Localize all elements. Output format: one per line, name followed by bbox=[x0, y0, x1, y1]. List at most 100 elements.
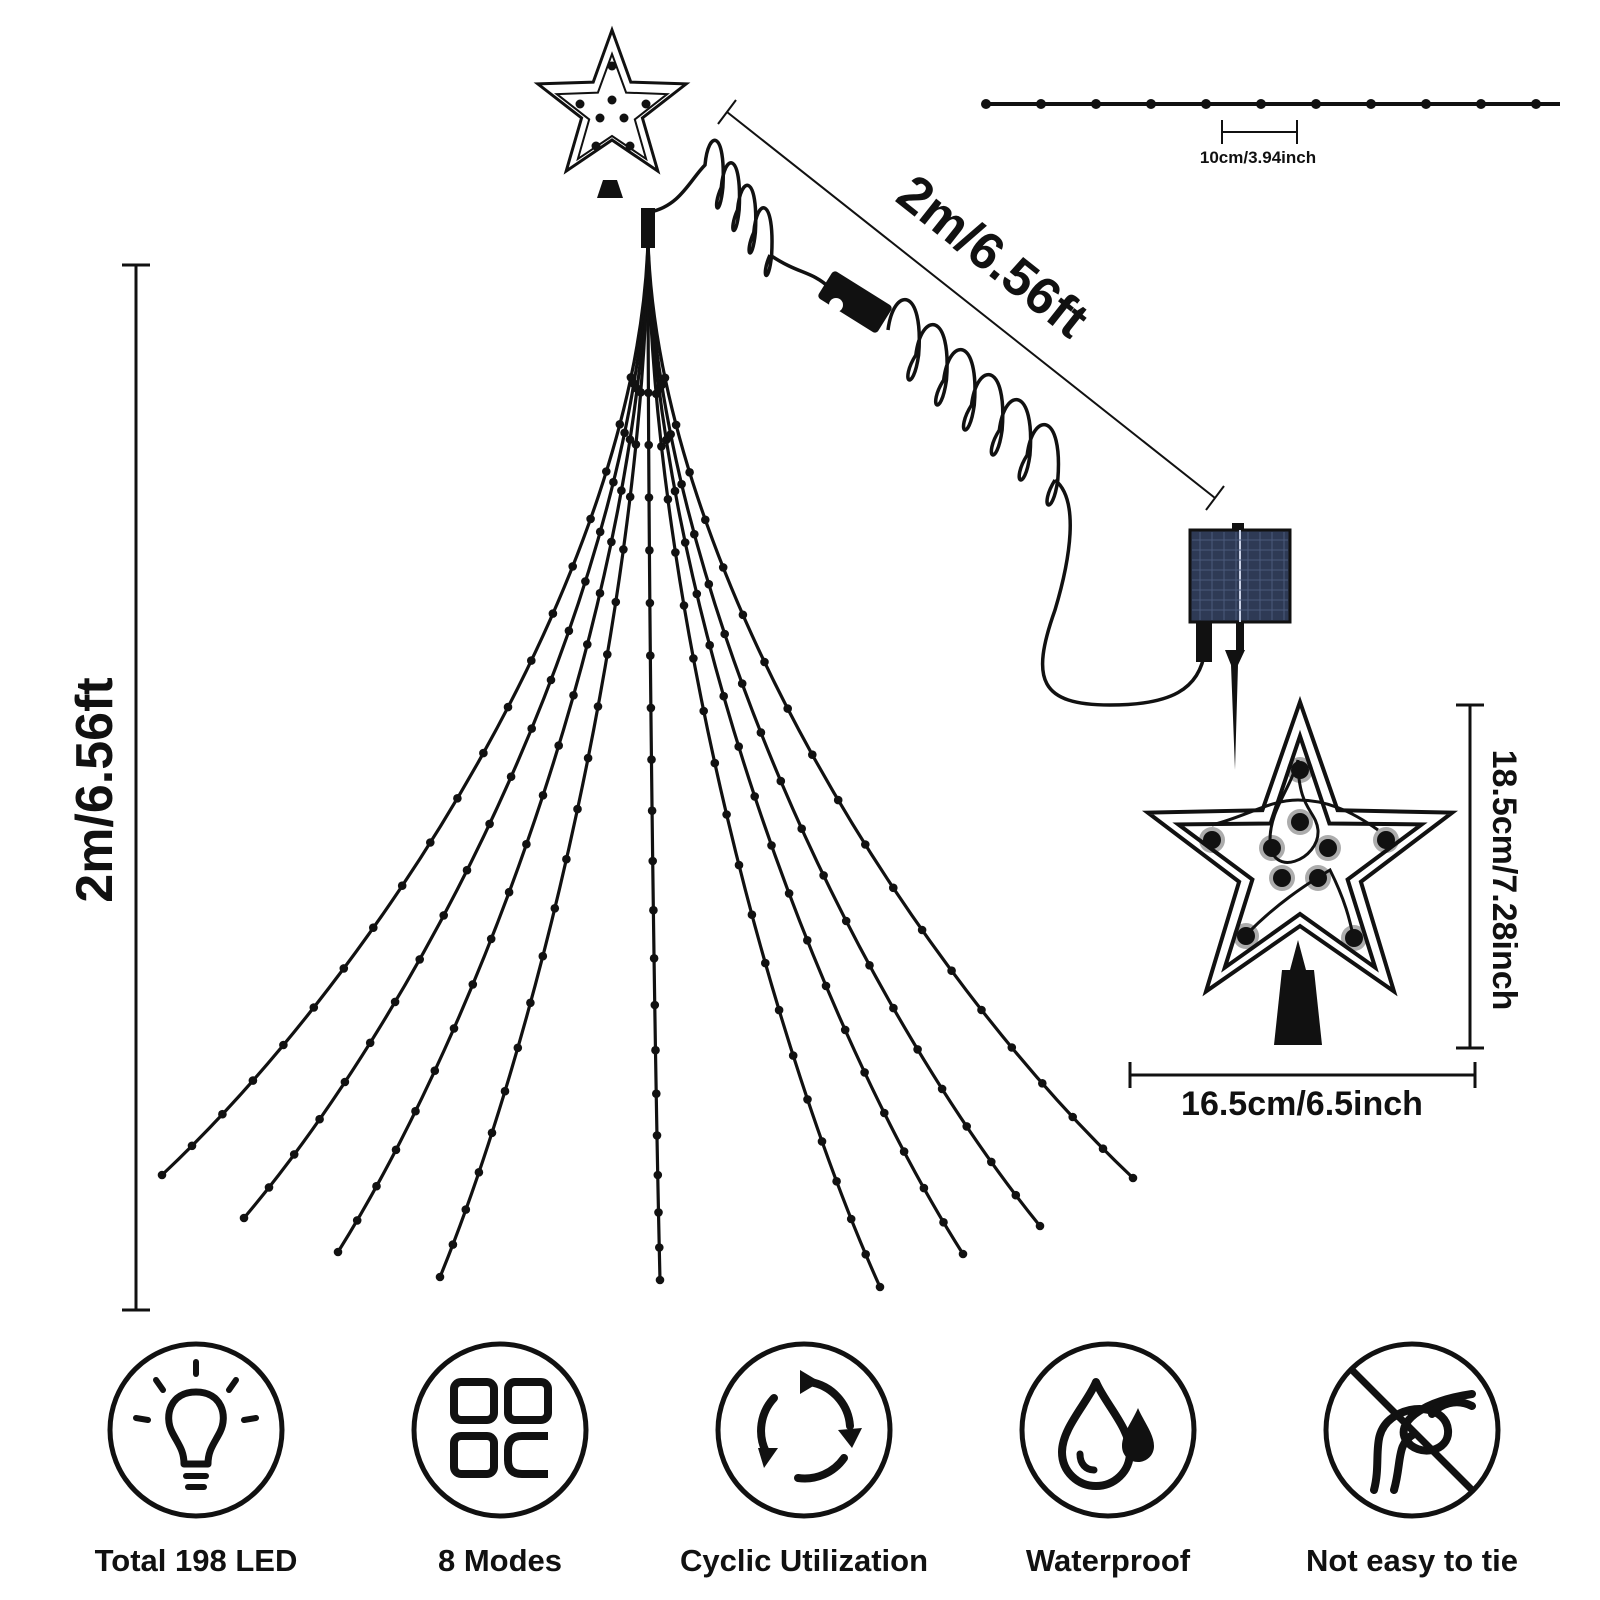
strand-bulb bbox=[487, 1128, 497, 1138]
feature-waterproof: Waterproof bbox=[978, 1340, 1238, 1579]
strand-bulb bbox=[1068, 1112, 1077, 1122]
strand-bulb bbox=[339, 964, 349, 973]
strand-bulb bbox=[1035, 1221, 1045, 1231]
strand-bulb bbox=[609, 477, 618, 487]
strand-bulb bbox=[617, 486, 626, 495]
strip-bulb bbox=[981, 99, 991, 109]
feature-modes: 8 Modes bbox=[370, 1340, 630, 1579]
strand-bulb bbox=[889, 1003, 898, 1013]
strand-bulb bbox=[645, 598, 655, 608]
strand-bulb bbox=[679, 601, 689, 610]
strand-bulb bbox=[680, 538, 690, 547]
strand-bulb bbox=[504, 887, 514, 897]
feature-label: Not easy to tie bbox=[1306, 1543, 1518, 1578]
strand-bulb bbox=[747, 910, 757, 919]
strand-bulb bbox=[704, 579, 714, 589]
power-cable bbox=[649, 138, 1207, 707]
strand-bulb bbox=[593, 702, 603, 711]
strand-bulb bbox=[649, 905, 658, 915]
strand-bulb bbox=[462, 865, 472, 875]
strand-bulb bbox=[513, 1043, 523, 1053]
strand-bulb bbox=[670, 486, 680, 496]
strand-bulb bbox=[737, 679, 747, 688]
strand-bulb bbox=[841, 916, 851, 926]
strip-bulb bbox=[1366, 99, 1376, 109]
strand-bulb bbox=[657, 380, 667, 390]
strand-bulb bbox=[720, 629, 729, 639]
strand-bulb bbox=[485, 819, 494, 829]
strand-bulb bbox=[449, 1024, 459, 1033]
strand-bulb bbox=[660, 373, 670, 383]
strand-bulb bbox=[653, 1170, 663, 1180]
star-bulb bbox=[1377, 831, 1395, 849]
strand-bulb bbox=[583, 640, 592, 649]
strand-bulb bbox=[352, 1216, 362, 1225]
strand-bulb bbox=[803, 936, 812, 945]
strand-bulb bbox=[333, 1247, 343, 1257]
strand-bulb bbox=[586, 514, 595, 524]
strip-bulb bbox=[1036, 99, 1046, 109]
strand-bulb bbox=[808, 750, 817, 759]
strand-bulb bbox=[880, 1108, 889, 1118]
strand-bulb bbox=[677, 479, 686, 489]
strand-bulb bbox=[602, 467, 611, 476]
strand-bulb bbox=[865, 961, 874, 970]
strand-bulb bbox=[569, 691, 578, 700]
strand-bulb bbox=[692, 589, 702, 599]
strand-bulb bbox=[919, 1183, 929, 1193]
strand-bulb bbox=[651, 1045, 660, 1055]
strand-bulb bbox=[474, 1168, 484, 1177]
strand-bulb bbox=[397, 881, 407, 890]
light-strands bbox=[157, 239, 1138, 1292]
strand-bulb bbox=[581, 577, 590, 586]
no-tangle-icon bbox=[1323, 1341, 1501, 1519]
strand-bulb bbox=[625, 435, 635, 444]
strip-bulb bbox=[1256, 99, 1266, 109]
strand-bulb bbox=[1128, 1173, 1138, 1183]
strand-bulb bbox=[655, 1243, 664, 1252]
strand-bulb bbox=[832, 1177, 841, 1186]
feature-no-tangle: Not easy to tie bbox=[1282, 1340, 1542, 1579]
strip-bulb bbox=[1421, 99, 1431, 109]
strand-bulb bbox=[615, 420, 625, 429]
cable-length-dimension bbox=[717, 99, 1225, 511]
strand-bulb bbox=[689, 654, 698, 663]
strand-bulb bbox=[705, 640, 714, 650]
strand-bulb bbox=[756, 728, 766, 737]
strand-bulb bbox=[937, 1084, 947, 1094]
strand-bulb bbox=[646, 651, 655, 660]
strand-bulb bbox=[365, 1038, 375, 1048]
strand-bulb bbox=[1011, 1190, 1021, 1200]
star-bulb bbox=[595, 113, 605, 123]
star-bulb bbox=[607, 95, 617, 105]
strand-bulb bbox=[415, 955, 425, 964]
strand-bulb bbox=[468, 980, 478, 989]
strand-bulb bbox=[611, 597, 621, 607]
strand bbox=[646, 239, 882, 1288]
star-bulb bbox=[1237, 927, 1255, 945]
strand-bulb bbox=[685, 468, 694, 477]
strand-bulb bbox=[913, 1045, 922, 1054]
strand-bulb bbox=[647, 755, 656, 764]
strand-bulb bbox=[435, 1272, 445, 1282]
strand-bulb bbox=[671, 548, 680, 557]
strand-bulb bbox=[546, 675, 556, 685]
remote-controller bbox=[818, 271, 892, 333]
feature-led-count: Total 198 LED bbox=[66, 1340, 326, 1579]
strand-bulb bbox=[783, 704, 792, 713]
star-bulb bbox=[575, 99, 585, 109]
strand-bulb bbox=[583, 753, 593, 763]
strand-bulb bbox=[833, 795, 843, 805]
water-drop-icon bbox=[1019, 1341, 1197, 1519]
strand bbox=[242, 239, 650, 1220]
strand-bulb bbox=[369, 923, 378, 932]
strand-bulb bbox=[819, 871, 828, 880]
strand-bulb bbox=[503, 702, 513, 712]
strand-bulb bbox=[917, 925, 927, 935]
top-star-small bbox=[533, 25, 691, 248]
strand-bulb bbox=[644, 388, 653, 398]
strand-bulb bbox=[734, 742, 743, 751]
strand-bulb bbox=[391, 1145, 401, 1155]
modes-grid-icon bbox=[411, 1341, 589, 1519]
